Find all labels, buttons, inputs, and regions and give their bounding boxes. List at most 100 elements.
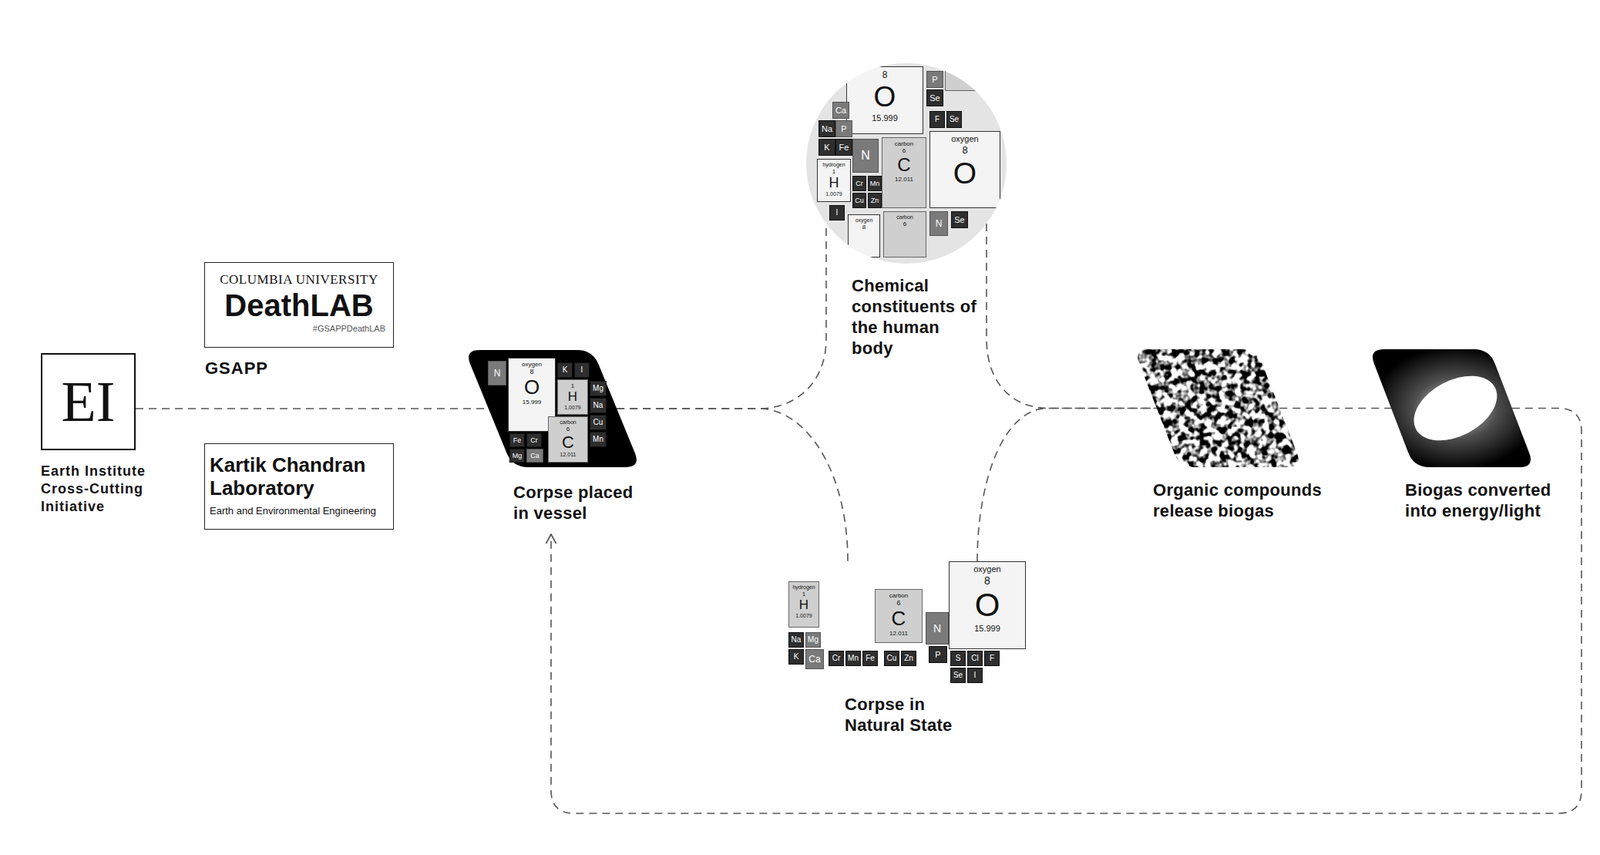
element-symbol: N	[935, 218, 943, 229]
dashed-connector	[977, 408, 1157, 562]
element-name: carbon	[894, 140, 914, 148]
element-tile: K	[818, 138, 836, 156]
atomic-mass: 1.0079	[564, 404, 581, 411]
element-symbol: H	[568, 389, 578, 405]
element-symbol: C	[561, 432, 575, 452]
element-tile: Ca	[805, 648, 824, 669]
logo-box: COLUMBIA UNIVERSITYDeathLAB#GSAPPDeathLA…	[204, 262, 394, 348]
element-circle: 8O15.999PSeCaNaPKFeFSeoxygen8ONcarbon6C1…	[806, 63, 1007, 264]
dashed-connector	[1279, 407, 1392, 409]
node-text: DeathLAB	[212, 287, 386, 323]
element-symbol: Ca	[835, 105, 847, 116]
element-tile: Mn	[867, 175, 882, 192]
dashed-connector	[135, 408, 489, 410]
connector-line	[616, 408, 848, 562]
light-core	[1402, 362, 1508, 454]
element-symbol: Na	[593, 400, 604, 411]
connector-line	[135, 407, 489, 410]
element-symbol: Se	[954, 215, 965, 226]
element-symbol: F	[989, 653, 995, 663]
element-tile: Cr	[526, 433, 542, 448]
element-symbol: Mg	[807, 635, 819, 645]
connector-line	[986, 223, 1157, 409]
element-tile: N	[925, 611, 949, 645]
element-symbol: Cr	[530, 436, 538, 444]
logo-box: EIEarth Institute Cross-Cutting Initiati…	[40, 352, 136, 451]
element-tile: 8O15.999	[846, 66, 924, 135]
element-tile: Ca	[526, 448, 544, 463]
element-tile: Se	[950, 667, 966, 683]
element-tile: Mn	[845, 650, 861, 666]
atomic-number: 6	[896, 598, 901, 607]
element-symbol: H	[829, 174, 840, 192]
element-tile: carbon6C12.011	[881, 137, 927, 209]
circle-clip: 8O15.999PSeCaNaPKFeFSeoxygen8ONcarbon6C1…	[806, 63, 1007, 264]
element-tile: Zn	[867, 192, 882, 209]
element-tile: Zn	[900, 650, 917, 666]
element-symbol: N	[494, 367, 501, 379]
element-tile: Cr	[828, 650, 844, 666]
element-symbol: Fe	[513, 436, 522, 444]
element-group: Corpse in Natural Statehydrogen1H1.0079N…	[788, 561, 1026, 686]
element-name: carbon	[559, 419, 576, 426]
element-tile: Mn	[589, 431, 607, 448]
element-symbol: I	[974, 670, 977, 680]
connector-line	[1279, 407, 1392, 410]
element-tile: carbon6C12.011	[547, 416, 589, 463]
node-text: Earth Institute Cross-Cutting Initiative	[40, 462, 176, 516]
element-symbol: Se	[949, 114, 959, 125]
element-symbol: H	[799, 597, 809, 613]
element-symbol: Mn	[870, 179, 881, 188]
element-tile: 1H1.0079	[557, 379, 589, 415]
element-symbol: S	[955, 653, 962, 663]
logo-box: Kartik Chandran LaboratoryEarth and Envi…	[204, 443, 394, 530]
element-tile: Mg	[509, 448, 525, 463]
element-name: hydrogen	[792, 584, 815, 591]
element-tile: Cu	[852, 192, 867, 209]
element-symbol: Cl	[971, 653, 979, 663]
element-tile: N	[852, 138, 879, 173]
atomic-mass: 1.0079	[825, 191, 842, 198]
element-symbol: C	[891, 606, 907, 630]
element-symbol: O	[873, 80, 897, 114]
dashed-connector	[986, 223, 1157, 409]
shape-heading: Organic compounds release biogas	[1152, 479, 1346, 522]
element-tile: K	[788, 648, 804, 665]
element-tile: hydrogen1H1.0079	[816, 158, 851, 202]
element-symbol: I	[581, 365, 584, 375]
element-symbol: Cu	[887, 653, 898, 663]
element-tile: Fe	[835, 138, 853, 156]
atomic-number: 6	[902, 147, 906, 155]
element-symbol: O	[974, 586, 1001, 624]
element-tile: oxygen8	[847, 214, 881, 258]
element-tile: Cr	[852, 175, 867, 192]
node-text: #GSAPPDeathLAB	[212, 322, 386, 334]
element-tile: carbon6C12.011	[874, 588, 923, 643]
connector-line	[551, 408, 1582, 814]
element-symbol: F	[934, 114, 940, 125]
element-tile: Mg	[805, 631, 821, 648]
connector-line	[977, 408, 1157, 562]
element-tile: Cu	[589, 414, 607, 431]
element-symbol: N	[933, 621, 942, 635]
element-symbol: K	[793, 652, 800, 662]
node-text: GSAPP	[205, 358, 269, 379]
element-tile: P	[835, 120, 853, 138]
element-tile: hydrogen1H1.0079	[788, 581, 820, 628]
atomic-mass: 12.011	[889, 629, 908, 637]
element-tile: I	[574, 362, 590, 378]
arrow-head	[546, 534, 556, 543]
element-symbol: Na	[821, 124, 833, 135]
biogas-shape: Organic compounds release biogas	[1122, 349, 1315, 468]
element-symbol: K	[562, 365, 569, 375]
element-tile: Ca	[832, 101, 850, 119]
element-symbol: Mn	[847, 653, 859, 663]
atomic-number: 1	[802, 590, 806, 598]
element-tile: Fe	[862, 650, 878, 666]
element-tile: I	[967, 667, 983, 683]
element-tile: Na	[818, 120, 836, 138]
element-tile: K	[557, 362, 573, 378]
element-symbol: Zn	[904, 653, 914, 663]
element-symbol: N	[860, 148, 871, 163]
element-tile: I	[829, 205, 845, 221]
